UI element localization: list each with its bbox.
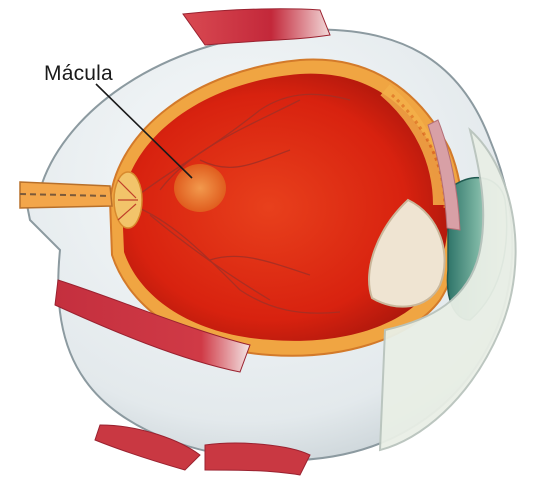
optic-disc <box>114 172 142 228</box>
macula <box>174 164 226 212</box>
macula-label: Mácula <box>44 62 113 86</box>
